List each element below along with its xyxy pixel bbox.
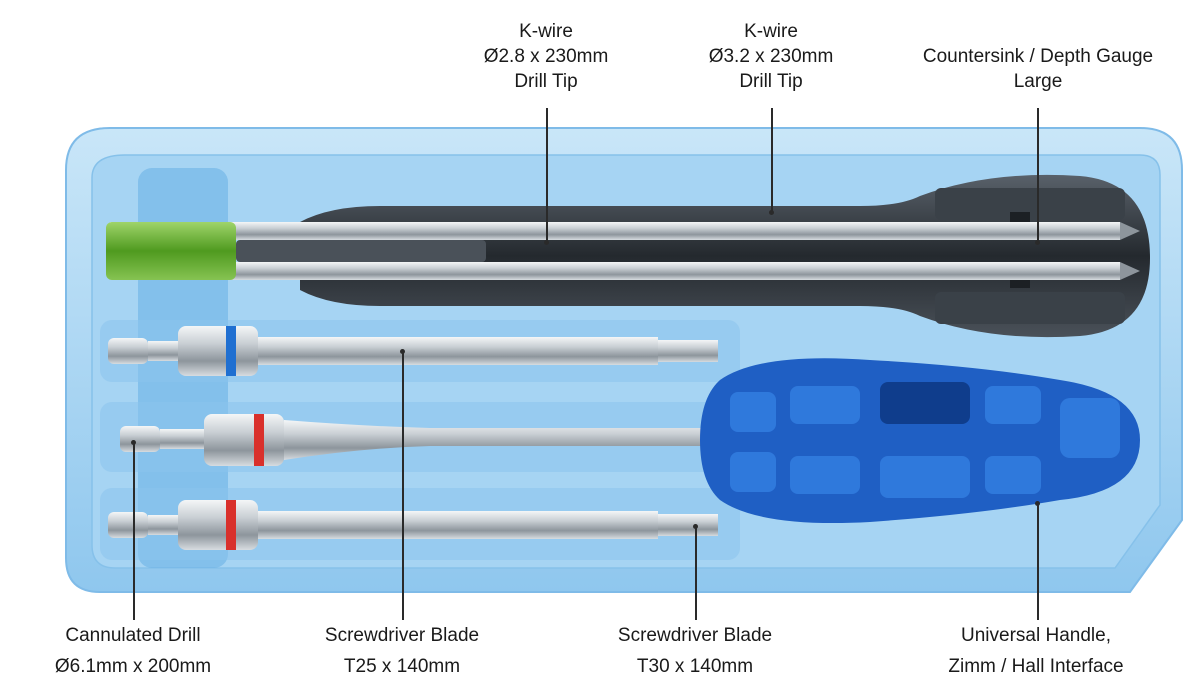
leader-dot-countersink — [1035, 240, 1040, 245]
leader-dot-screwdriver-t30 — [693, 524, 698, 529]
callout-kwire-32: K-wire Ø3.2 x 230mm Drill Tip — [709, 19, 834, 94]
callout-countersink: Countersink / Depth Gauge Large — [923, 44, 1153, 94]
callout-universal-handle: Universal Handle, Zimm / Hall Interface — [948, 620, 1123, 682]
callout-screwdriver-t30: Screwdriver Blade T30 x 140mm — [618, 620, 772, 682]
leader-kwire-28 — [546, 108, 548, 242]
leader-dot-kwire-32 — [769, 210, 774, 215]
callout-line: Ø6.1mm x 200mm — [54, 656, 212, 677]
callout-line: K-wire — [519, 21, 573, 42]
countersink-depth-gauge — [300, 174, 1150, 338]
leader-dot-cannulated-drill — [131, 440, 136, 445]
callout-line: Screwdriver Blade — [617, 625, 773, 646]
callout-cannulated-drill: Cannulated Drill Ø6.1mm x 200mm — [55, 620, 211, 682]
leader-screwdriver-t25 — [402, 351, 404, 620]
callout-line: T25 x 140mm — [343, 656, 461, 677]
callout-line: Ø3.2 x 230mm — [708, 46, 834, 67]
kwire-lower — [110, 262, 1140, 280]
callout-line: Cannulated Drill — [65, 625, 201, 646]
callout-line: K-wire — [744, 21, 798, 42]
callout-kwire-28: K-wire Ø2.8 x 230mm Drill Tip — [484, 19, 609, 94]
callout-line: Large — [1013, 71, 1063, 92]
leader-screwdriver-t30 — [695, 526, 697, 620]
callout-line: Drill Tip — [514, 71, 578, 92]
kwire-upper — [110, 222, 1140, 240]
leader-kwire-32 — [771, 108, 773, 212]
callout-line: Screwdriver Blade — [324, 625, 480, 646]
leader-dot-screwdriver-t25 — [400, 349, 405, 354]
kwire-green-cap — [106, 222, 486, 280]
callout-line: Ø2.8 x 230mm — [483, 46, 609, 67]
leader-cannulated-drill — [133, 442, 135, 620]
callout-line: T30 x 140mm — [636, 656, 754, 677]
screwdriver-blade-t30 — [108, 500, 718, 550]
callout-screwdriver-t25: Screwdriver Blade T25 x 140mm — [325, 620, 479, 682]
callout-line: Zimm / Hall Interface — [948, 656, 1124, 677]
screwdriver-blade-t25 — [108, 326, 718, 376]
callout-line: Universal Handle, — [961, 625, 1111, 646]
callout-line: Countersink / Depth Gauge — [922, 46, 1154, 67]
leader-universal-handle — [1037, 503, 1039, 620]
leader-dot-kwire-28 — [544, 240, 549, 245]
callout-line: Drill Tip — [739, 71, 803, 92]
leader-dot-universal-handle — [1035, 501, 1040, 506]
universal-handle — [700, 358, 1140, 524]
leader-countersink — [1037, 108, 1039, 242]
